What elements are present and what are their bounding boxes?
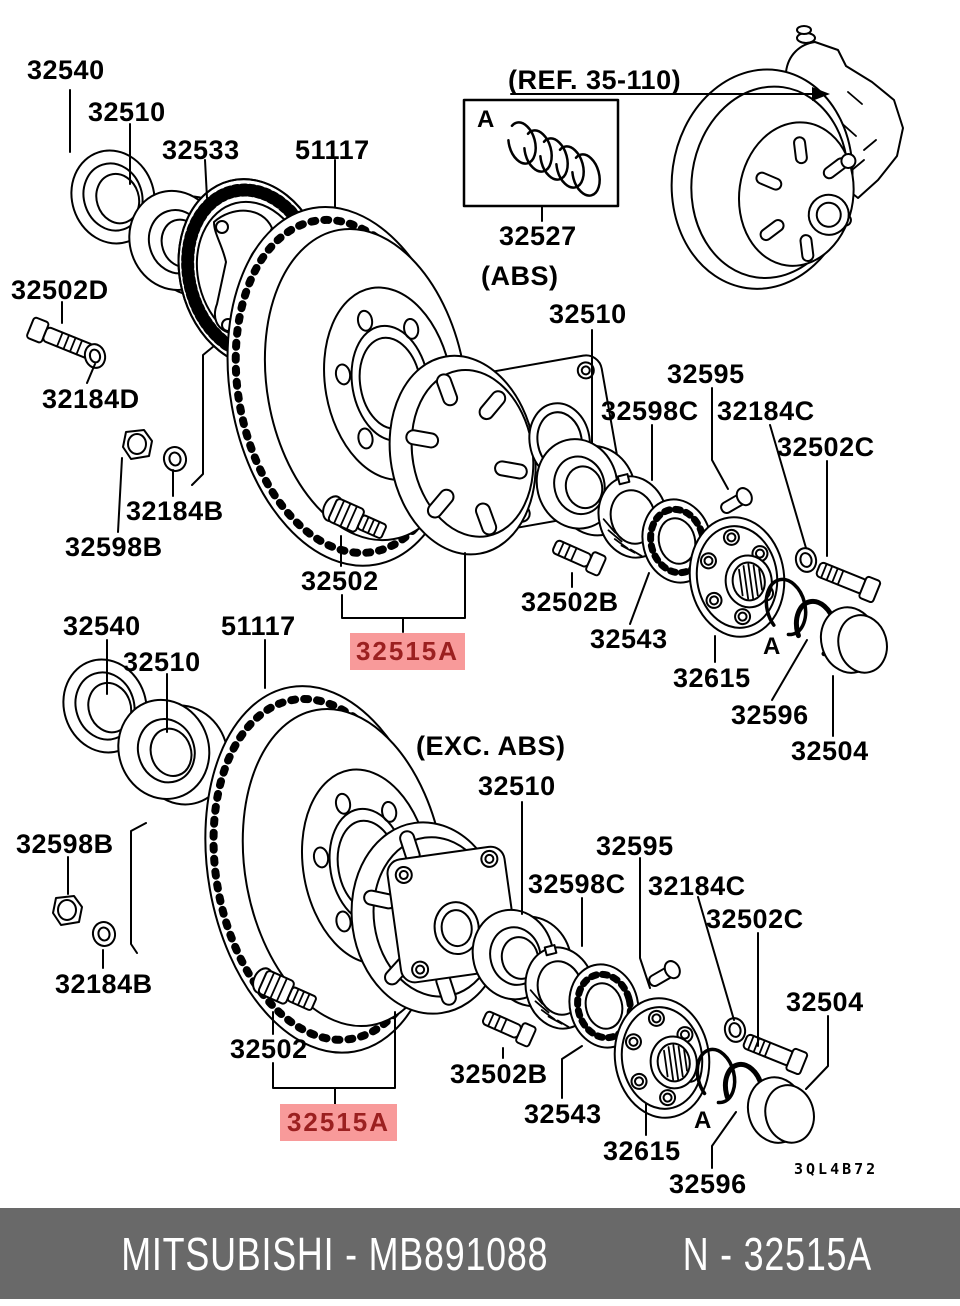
highlighted-part-label-32515a-abs: 32515A <box>350 633 465 670</box>
part-label-32510-exc-outer: 32510 <box>478 771 556 801</box>
drawing-code: 3QL4B72 <box>794 1160 879 1178</box>
part-label-32595-exc: 32595 <box>596 831 674 861</box>
part-label-32598c-abs: 32598C <box>601 396 699 426</box>
highlighted-part-label-32515a-exc: 32515A <box>280 1104 397 1141</box>
part-label-32510-exc-inner: 32510 <box>123 647 201 677</box>
part-label-32615-abs: 32615 <box>673 663 751 693</box>
part-label-51117-exc: 51117 <box>221 611 296 641</box>
part-label-32184c-exc: 32184C <box>648 871 746 901</box>
leader-lines-abs <box>61 87 834 737</box>
part-label-32184b-exc: 32184B <box>55 969 153 999</box>
part-label-32502c-exc: 32502C <box>706 904 804 934</box>
footer-bar: MITSUBISHI - MB891088 N - 32515A <box>0 1208 960 1299</box>
part-label-32598c-exc: 32598C <box>528 869 626 899</box>
part-label-32543-exc: 32543 <box>524 1099 602 1129</box>
part-label-32527: 32527 <box>499 221 577 251</box>
part-label-32184c-abs: 32184C <box>717 396 815 426</box>
part-label-32504-abs: 32504 <box>791 736 869 766</box>
part-label-32598b-abs: 32598B <box>65 532 163 562</box>
abs-assembly-drawing <box>26 25 904 737</box>
section-caption-abs: (ABS) <box>481 261 559 291</box>
part-label-32540-abs: 32540 <box>27 55 105 85</box>
part-label-32596-abs: 32596 <box>731 700 809 730</box>
part-label-32595-abs: 32595 <box>667 359 745 389</box>
part-label-32543-abs: 32543 <box>590 624 668 654</box>
leader-lines-exc-abs <box>67 639 829 1169</box>
part-label-32502-abs: 32502 <box>301 566 379 596</box>
exc-abs-assembly-drawing <box>52 639 829 1169</box>
assembled-corner-drawing <box>670 25 904 290</box>
part-label-32502c-abs: 32502C <box>777 432 875 462</box>
section-caption-exc-abs: (EXC. ABS) <box>416 731 566 761</box>
ref-callout: (REF. 35-110) <box>508 65 682 95</box>
part-label-51117-abs: 51117 <box>295 135 370 165</box>
part-label-32510-abs-outer: 32510 <box>549 299 627 329</box>
part-label-32184b-abs: 32184B <box>126 496 224 526</box>
ring-letter-a-exc: A <box>694 1107 712 1134</box>
ring-letter-a-abs: A <box>763 633 781 660</box>
part-label-32502b-abs: 32502B <box>521 587 619 617</box>
part-label-32533: 32533 <box>162 135 240 165</box>
part-label-32504-exc: 32504 <box>786 987 864 1017</box>
part-label-32502b-exc: 32502B <box>450 1059 548 1089</box>
part-label-32510-abs-inner: 32510 <box>88 97 166 127</box>
detail-box-letter-a: A <box>477 106 495 133</box>
part-label-32596-exc: 32596 <box>669 1169 747 1199</box>
footer-brand-part: MITSUBISHI - MB891088 <box>121 1227 549 1280</box>
part-label-32615-exc: 32615 <box>603 1136 681 1166</box>
footer-ref-part: N - 32515A <box>683 1227 873 1280</box>
part-label-32184d: 32184D <box>42 384 140 414</box>
part-label-32540-exc: 32540 <box>63 611 141 641</box>
part-label-32502-exc: 32502 <box>230 1034 308 1064</box>
part-label-32502d: 32502D <box>11 275 109 305</box>
part-label-32598b-exc: 32598B <box>16 829 114 859</box>
